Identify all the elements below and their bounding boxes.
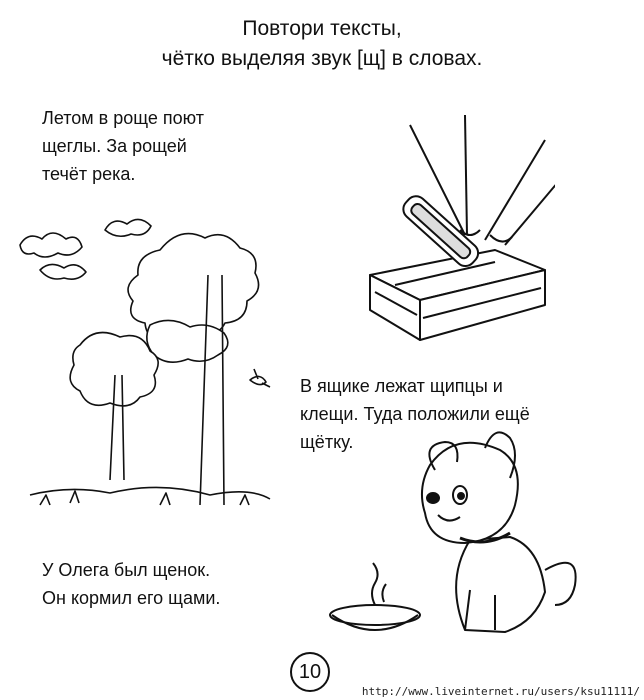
puppy-line-2: Он кормил его щами. xyxy=(42,588,221,608)
grove-line-2: щеглы. За рощей xyxy=(42,136,187,156)
text-grove: Летом в роще поют щеглы. За рощей течёт … xyxy=(42,104,204,188)
puppy-line-1: У Олега был щенок. xyxy=(42,560,211,580)
box-line-2: клещи. Туда положили ещё xyxy=(300,404,530,424)
source-url[interactable]: http://www.liveinternet.ru/users/ksu1111… xyxy=(361,685,640,698)
title-line-1: Повтори тексты, xyxy=(242,17,402,40)
page-title: Повтори тексты, чётко выделяя звук [щ] в… xyxy=(0,14,644,74)
grove-illustration xyxy=(19,218,271,506)
box-line-1: В ящике лежат щипцы и xyxy=(300,376,503,396)
box-illustration xyxy=(369,114,555,341)
box-line-3: щётку. xyxy=(300,432,354,452)
title-line-2: чётко выделяя звук [щ] в словах. xyxy=(161,47,483,70)
text-box: В ящике лежат щипцы и клещи. Туда положи… xyxy=(300,372,530,456)
grove-line-1: Летом в роще поют xyxy=(42,108,204,128)
puppy-illustration xyxy=(329,431,577,633)
grove-line-3: течёт река. xyxy=(42,164,136,184)
text-puppy: У Олега был щенок. Он кормил его щами. xyxy=(42,556,220,612)
page-number: 10 xyxy=(290,652,330,692)
